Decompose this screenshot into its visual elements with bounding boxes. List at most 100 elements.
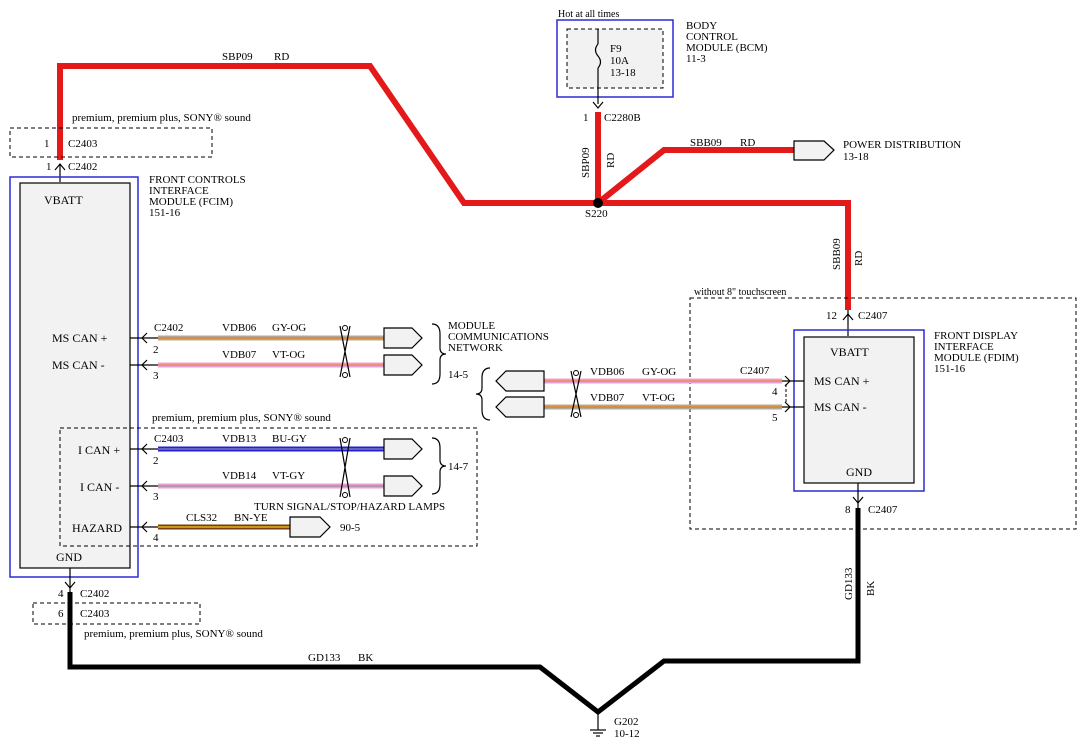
wire-sbp09-top-id: SBP09	[222, 51, 253, 63]
fcim-frame	[9, 176, 139, 578]
network-title-3: NETWORK	[448, 342, 503, 354]
bcm-fuse-ref: 13-18	[610, 67, 636, 79]
wire-vdb07-fdim-id: VDB07	[590, 392, 625, 404]
bcm-fuse-symbol	[594, 43, 602, 69]
fdim-ms-minus-pin: 5	[772, 412, 778, 424]
wire-cls32-id: CLS32	[186, 512, 217, 524]
bcm-title-2: CONTROL	[686, 31, 738, 43]
fcim-hazard-pin: 4	[153, 532, 159, 544]
bcm-pin-arrow	[592, 101, 604, 109]
wire-vdb06-fdim-id: VDB06	[590, 366, 625, 378]
fcim-body	[19, 182, 131, 569]
fdim-title-3: MODULE (FDIM)	[934, 352, 1019, 364]
fcim-c2402-bottom-pin: 4	[58, 588, 64, 600]
bcm-fuse-rating: 10A	[610, 55, 629, 67]
fcim-c2403-top-pin: 1	[44, 138, 50, 150]
fcim-c2403-top-box	[9, 127, 213, 158]
bcm-pin: 1	[583, 112, 589, 124]
fcim-i-plus-pin: 2	[153, 455, 159, 467]
fcim-i-can-plus: I CAN +	[78, 443, 120, 457]
fcim-vbatt: VBATT	[44, 193, 83, 207]
wire-sbb09-to-fdim	[598, 200, 851, 310]
wire-vdb14-id: VDB14	[222, 470, 257, 482]
fcim-c2403-bottom-pin: 6	[58, 608, 64, 620]
bcm-supply-note: Hot at all times	[558, 9, 619, 20]
fdim-option-box	[689, 297, 1077, 530]
fcim-i-minus-connector	[383, 475, 423, 497]
fcim-ms-can-minus: MS CAN -	[52, 358, 105, 372]
power-distribution-ref: 13-18	[843, 151, 869, 163]
ground-g202-name: G202	[614, 716, 638, 728]
wire-gd133-ground	[67, 508, 861, 716]
wire-sbp09-to-fcim	[57, 63, 601, 206]
fcim-ref: 151-16	[149, 207, 181, 219]
fcim-ms-plus-pin: 2	[153, 344, 159, 356]
bcm-fuse-box	[566, 28, 664, 89]
wire-vdb13-id: VDB13	[222, 433, 257, 445]
fdim-ms-can-minus: MS CAN -	[814, 400, 867, 414]
bcm-title-1: BODY	[686, 20, 717, 32]
fcim-title-3: MODULE (FCIM)	[149, 196, 233, 208]
network-title-2: COMMUNICATIONS	[448, 331, 549, 343]
fcim-i-connector: C2403	[154, 433, 184, 445]
fdim-vbatt: VBATT	[830, 345, 869, 359]
wire-sbp09-top-color: RD	[274, 51, 289, 63]
fcim-title-1: FRONT CONTROLS	[149, 174, 246, 186]
wire-vdb06-fdim-color: GY-OG	[642, 366, 676, 378]
fcim-gnd: GND	[56, 550, 82, 564]
fcim-c2403-bottom-box	[32, 602, 201, 625]
bcm-title-3: MODULE (BCM)	[686, 42, 768, 54]
wire-gd133-bottom-id: GD133	[308, 652, 341, 664]
fdim-ms-twist-top	[573, 370, 579, 376]
wire-vdb14-color: VT-GY	[272, 470, 305, 482]
fcim-option-box	[59, 427, 478, 547]
wire-vdb07-fcim-color: VT-OG	[272, 349, 305, 361]
wire-sbb09-vert-color: RD	[853, 251, 865, 266]
fdim-body	[803, 336, 915, 484]
power-distribution-label: POWER DISTRIBUTION	[843, 139, 961, 151]
ground-symbol-icon	[590, 729, 606, 737]
fcim-c2403-bottom-label: C2403	[80, 608, 110, 620]
fdim-gnd-connector: C2407	[868, 504, 898, 516]
turn-signal-ref: 90-5	[340, 522, 361, 534]
bcm-fuse-name: F9	[610, 43, 622, 55]
fcim-c2402-bottom-label: C2402	[80, 588, 109, 600]
fcim-ms-minus-network-connector	[383, 354, 423, 376]
fdim-ref: 151-16	[934, 363, 966, 375]
bcm-connector: C2280B	[604, 112, 641, 124]
fdim-gnd: GND	[846, 465, 872, 479]
fdim-network-brace	[475, 367, 491, 421]
fcim-i-twist-top	[342, 437, 348, 443]
fdim-ms-plus-network-connector	[495, 370, 545, 392]
wire-vdb13-color: BU-GY	[272, 433, 307, 445]
fcim-title-2: INTERFACE	[149, 185, 209, 197]
fdim-vbatt-connector: C2407	[858, 310, 888, 322]
wire-gd133-vert-id: GD133	[843, 567, 855, 600]
fcim-c2403-top-label: C2403	[68, 138, 98, 150]
wire-vdb07-fcim-id: VDB07	[222, 349, 257, 361]
fcim-i-can-ref: 14-7	[448, 461, 469, 473]
fcim-ms-connector: C2402	[154, 322, 183, 334]
bcm-frame	[556, 19, 674, 98]
turn-signal-label: TURN SIGNAL/STOP/HAZARD LAMPS	[254, 501, 445, 513]
wire-sbb09-to-power-distribution	[596, 147, 794, 206]
fcim-option-bottom: premium, premium plus, SONY® sound	[84, 628, 263, 640]
turn-signal-connector	[289, 516, 331, 538]
wire-vdb06-fcim-color: GY-OG	[272, 322, 306, 334]
fcim-i-brace	[431, 437, 447, 495]
fcim-hazard: HAZARD	[72, 521, 122, 535]
fcim-i-twist-bottom	[342, 492, 348, 498]
splice-s220-dot	[593, 198, 603, 208]
wire-sbb09-top-color: RD	[740, 137, 755, 149]
fcim-i-minus-pin: 3	[153, 491, 159, 503]
wire-sbb09-top-id: SBB09	[690, 137, 722, 149]
fdim-ms-can-plus: MS CAN +	[814, 374, 870, 388]
wire-vdb07-fdim-color: VT-OG	[642, 392, 675, 404]
fcim-network-brace	[431, 323, 447, 385]
fcim-c2402-top-label: C2402	[68, 161, 97, 173]
fcim-i-can-minus: I CAN -	[80, 480, 119, 494]
fcim-option-top: premium, premium plus, SONY® sound	[72, 112, 251, 124]
fcim-ms-twist	[339, 325, 351, 378]
fcim-ms-can-plus: MS CAN +	[52, 331, 108, 345]
